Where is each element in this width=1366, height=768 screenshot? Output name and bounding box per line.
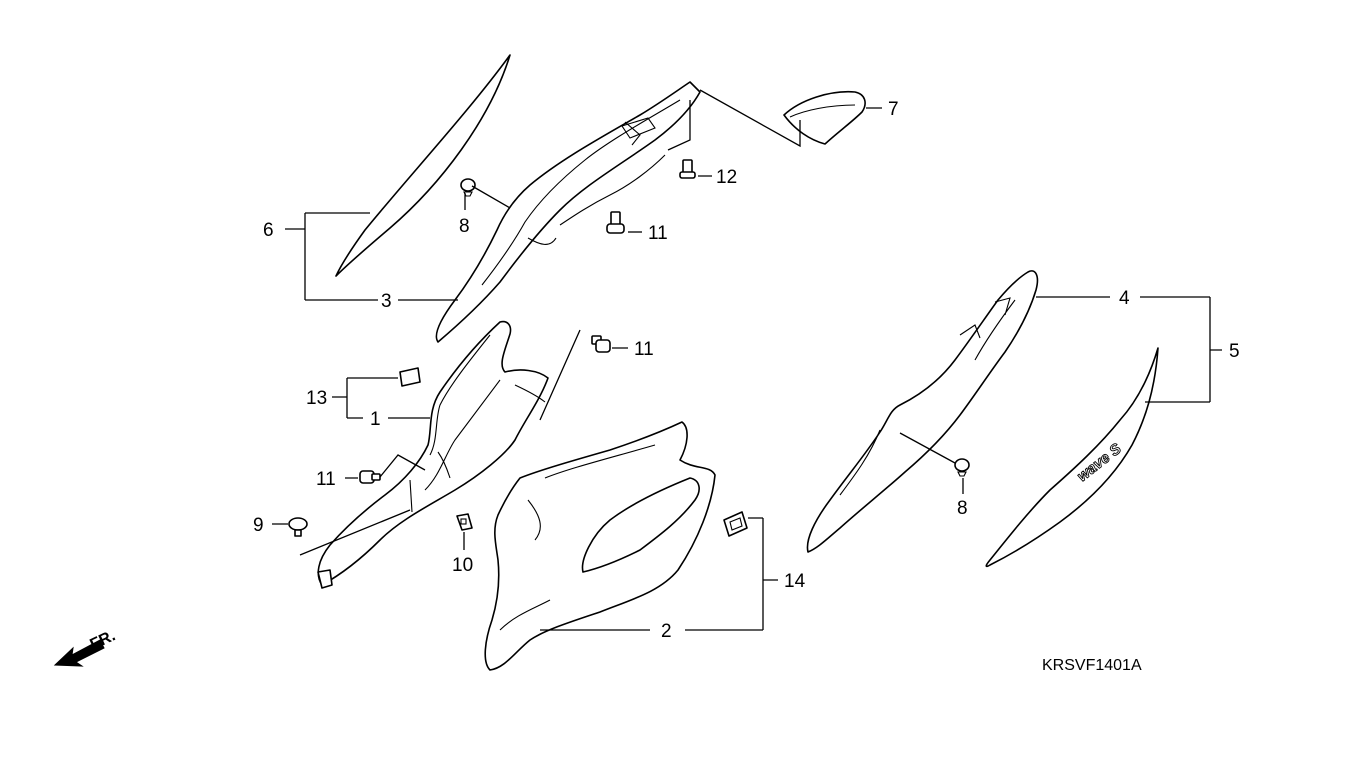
inner-side-cover-rail: [409, 334, 546, 513]
front-arrow-icon: [53, 639, 105, 667]
callout-3: 3: [381, 291, 392, 312]
upper-body-cover: [435, 81, 701, 343]
callout-4: 4: [1119, 288, 1130, 309]
inner-cover-trim: [317, 569, 333, 589]
lower-side-cover-crease: [499, 444, 656, 631]
screw-11-top: [606, 211, 625, 234]
emblem-13: [399, 367, 421, 387]
callout-10: 10: [452, 555, 473, 576]
rivet-9: [288, 517, 308, 537]
screw-11-mid: [591, 335, 611, 353]
callout-9: 9: [253, 515, 264, 536]
tail-cap: [783, 90, 866, 145]
screw-12: [679, 159, 696, 179]
right-stripe-decal: [985, 347, 1159, 568]
callout-1: 1: [370, 409, 381, 430]
callout-12: 12: [716, 167, 737, 188]
callout-11b: 11: [634, 339, 654, 360]
callout-11a: 11: [648, 223, 668, 244]
nut-10: [456, 513, 473, 531]
callout-8a: 8: [459, 216, 470, 237]
upper-stripe-decal: [335, 54, 511, 277]
upper-body-cover-inner: [481, 99, 681, 286]
callout-6: 5: [1229, 341, 1240, 362]
right-side-cover-detail: [839, 297, 1016, 496]
callout-8b: 8: [957, 498, 968, 519]
callout-7: 7: [888, 99, 899, 120]
lower-side-cover-window: [581, 477, 700, 573]
inner-side-cover: [317, 320, 549, 586]
diagram-code: KRSVF1401A: [1042, 657, 1142, 674]
clip-8-right: [954, 458, 970, 477]
screw-11-low: [359, 470, 381, 484]
callout-11c: 11: [316, 469, 336, 490]
clip-8-left: [460, 178, 476, 197]
grommet-14: [723, 511, 748, 537]
front-label: FR.: [88, 627, 119, 653]
leader-lines: [272, 89, 1222, 631]
callout-2: 2: [661, 621, 672, 642]
tail-cap-edge: [789, 104, 856, 118]
callout-14: 14: [784, 571, 806, 592]
callout-5: 6: [263, 220, 274, 241]
right-side-cover: [806, 270, 1039, 553]
callout-13: 13: [306, 388, 327, 409]
upper-cover-vent: [621, 117, 656, 139]
